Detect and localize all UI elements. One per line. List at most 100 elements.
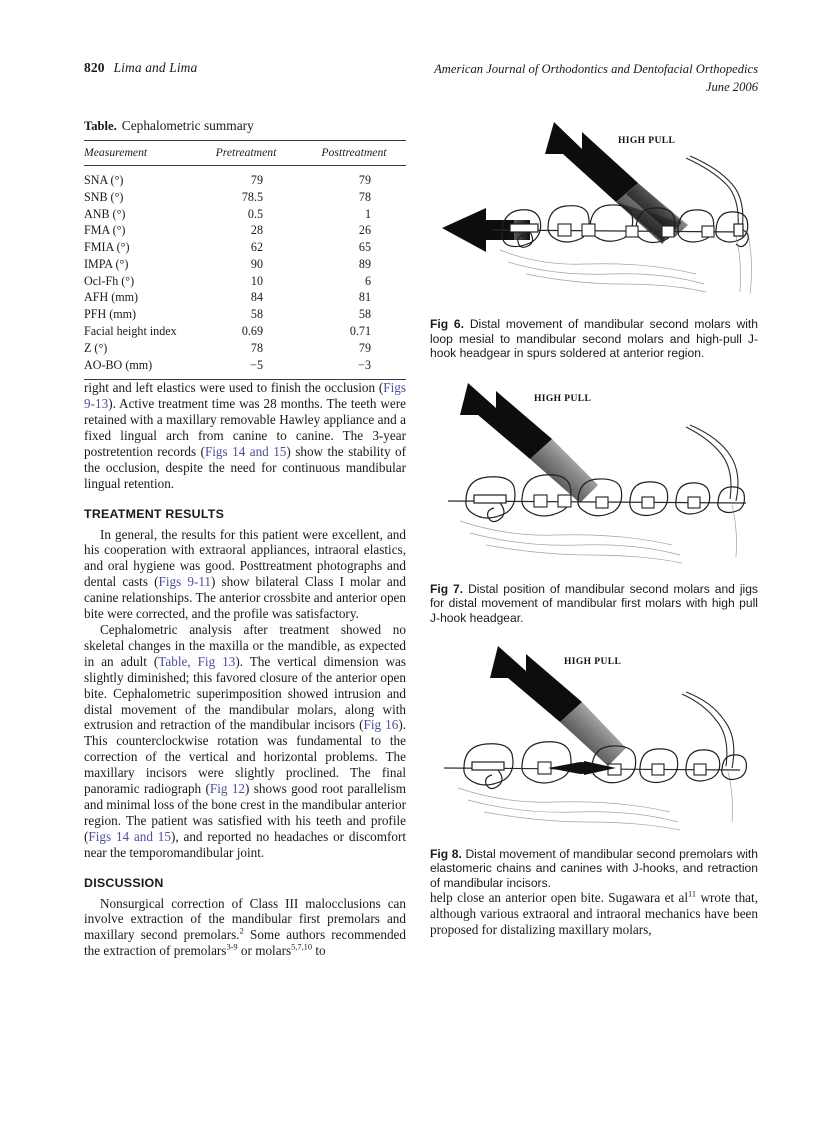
- orthodontic-diagram: HIGH PULL: [442, 122, 752, 295]
- gingiva-stipple: [499, 233, 752, 295]
- figure-7: HIGH PULL: [430, 375, 758, 626]
- j-hook-wire: [685, 155, 744, 231]
- table-row: PFH (mm) 58 58: [84, 306, 406, 323]
- paragraph-right-tail: help close an anterior open bite. Sugawa…: [430, 890, 758, 938]
- cell-measurement: FMA (°): [84, 223, 126, 238]
- figure-8-number: Fig 8.: [430, 846, 462, 861]
- cell-posttreatment: 6: [364, 273, 371, 288]
- orthodontic-diagram: HIGH PULL: [447, 382, 747, 564]
- cell-posttreatment: −3: [358, 357, 371, 372]
- text-segment: right and left elastics were used to fin…: [84, 380, 384, 396]
- reference-marker[interactable]: 11: [688, 889, 697, 899]
- cell-posttreatment: 78: [358, 189, 371, 204]
- text-segment: ). The vertical dimension was slightly d…: [84, 653, 406, 733]
- cell-posttreatment: 0.71: [349, 324, 371, 339]
- text-segment: wrote that, although various extraoral a…: [430, 890, 758, 938]
- text-segment: Cephalometric analysis after treatment s…: [84, 621, 406, 669]
- cell-measurement: AO-BO (mm): [84, 357, 153, 372]
- cell-measurement: SNA (°): [84, 173, 124, 187]
- text-segment: Nonsurgical correction of Class III malo…: [84, 895, 406, 943]
- xref-figs-14-and-15[interactable]: Figs 14 and 15: [88, 828, 171, 844]
- xref-table-fig-13[interactable]: Table, Fig 13: [158, 653, 236, 669]
- text-segment: ). This counterclockwise rotation was fu…: [84, 717, 407, 797]
- cell-posttreatment: 79: [358, 340, 371, 355]
- xref-figs-14-15[interactable]: Figs 14 and 15: [204, 443, 287, 459]
- paragraph-results-1: In general, the results for this patient…: [84, 527, 406, 622]
- cell-pretreatment: 90: [250, 256, 263, 271]
- loop-spur-appliance: [509, 223, 539, 248]
- high-pull-label: HIGH PULL: [618, 136, 675, 146]
- text-segment: to: [312, 943, 326, 959]
- high-pull-label: HIGH PULL: [564, 657, 621, 667]
- cell-pretreatment: 78.5: [241, 189, 263, 204]
- text-segment: In general, the results for this patient…: [84, 526, 406, 590]
- column-header-pretreatment: Pretreatment: [190, 140, 302, 166]
- reference-marker[interactable]: 3-9: [226, 942, 238, 952]
- running-head-right: American Journal of Orthodontics and Den…: [434, 60, 758, 96]
- running-head: 820 Lima and Lima American Journal of Ort…: [84, 60, 758, 106]
- cell-measurement: AFH (mm): [84, 290, 139, 305]
- running-head-authors: Lima and Lima: [113, 60, 198, 75]
- brackets: [557, 223, 715, 238]
- figure-6-caption-text: Distal movement of mandibular second mol…: [430, 317, 758, 361]
- cell-measurement: ANB (°): [84, 206, 126, 221]
- cell-pretreatment: 58: [250, 307, 263, 322]
- figure-6-caption: Fig 6. Distal movement of mandibular sec…: [430, 317, 758, 361]
- figure-7-caption-text: Distal position of mandibular second mol…: [430, 581, 758, 625]
- cell-measurement: Facial height index: [84, 324, 177, 339]
- cell-pretreatment: 62: [250, 240, 263, 255]
- text-segment: ) show bilateral Class I molar and canin…: [84, 574, 407, 622]
- xref-fig-16[interactable]: Fig 16: [363, 717, 399, 733]
- table-caption: Cephalometric summary: [121, 118, 254, 133]
- table-row: FMA (°) 28 26: [84, 222, 406, 239]
- cell-pretreatment: 0.69: [241, 324, 263, 339]
- text-segment: Some authors recommended the extraction …: [84, 927, 406, 959]
- reference-marker[interactable]: 2: [239, 926, 244, 936]
- cell-posttreatment: 81: [358, 290, 371, 305]
- table-label: Table.: [84, 119, 117, 133]
- table-row: Facial height index 0.69 0.71: [84, 323, 406, 340]
- text-segment: help close an anterior open bite. Sugawa…: [430, 890, 689, 906]
- cell-pretreatment: 78: [250, 340, 263, 355]
- text-segment: or molars: [237, 943, 292, 959]
- text-segment: ) shows good root parallelism and minima…: [84, 781, 407, 844]
- journal-title: American Journal of Orthodontics and Den…: [434, 62, 758, 76]
- column-header-posttreatment: Posttreatment: [302, 140, 406, 166]
- tooth-outlines: [463, 740, 748, 786]
- figure-8-caption-text: Distal movement of mandibular second pre…: [430, 846, 758, 890]
- cell-pretreatment: 10: [250, 273, 263, 288]
- page-number: 820: [84, 60, 105, 75]
- gingiva-stipple: [459, 504, 737, 564]
- figure-8-illustration: HIGH PULL: [430, 640, 758, 845]
- table-row: FMIA (°) 62 65: [84, 239, 406, 256]
- heading-treatment-results: TREATMENT RESULTS: [84, 506, 225, 521]
- cell-posttreatment: 65: [358, 240, 371, 255]
- cell-pretreatment: −5: [250, 357, 263, 372]
- figure-6-number: Fig 6.: [430, 317, 465, 331]
- cell-measurement: Ocl-Fh (°): [84, 273, 135, 288]
- xref-figs-9-13[interactable]: Figs 9-13: [84, 380, 406, 412]
- cell-measurement: Z (°): [84, 340, 108, 355]
- text-segment: ). Active treatment time was 28 months. …: [84, 396, 406, 459]
- table-row: SNB (°) 78.5 78: [84, 189, 406, 206]
- cell-measurement: PFH (mm): [84, 307, 137, 322]
- figure-7-number: Fig 7.: [430, 581, 464, 596]
- cephalometric-summary-table: Measurement Pretreatment Posttreatment S…: [84, 140, 406, 380]
- paragraph-discussion: Nonsurgical correction of Class III malo…: [84, 896, 406, 960]
- table-row: Z (°) 78 79: [84, 340, 406, 357]
- figure-7-caption: Fig 7. Distal position of mandibular sec…: [430, 582, 758, 626]
- figure-6: HIGH PULL: [430, 110, 758, 361]
- figure-7-illustration: HIGH PULL: [430, 375, 758, 580]
- cell-posttreatment: 26: [358, 223, 371, 238]
- xref-fig-12[interactable]: Fig 12: [209, 781, 246, 797]
- xref-figs-9-11[interactable]: Figs 9-11: [158, 574, 212, 590]
- figure-8-caption: Fig 8. Distal movement of mandibular sec…: [430, 847, 758, 891]
- gingiva-stipple: [457, 771, 733, 830]
- text-segment: ), and reported no headaches or discomfo…: [84, 828, 407, 860]
- cell-posttreatment: 89: [358, 256, 371, 271]
- right-column: HIGH PULL: [430, 110, 758, 938]
- table-row: IMPA (°) 90 89: [84, 256, 406, 273]
- orthodontic-diagram: HIGH PULL: [443, 645, 748, 830]
- reference-marker[interactable]: 5,7,10: [291, 942, 313, 952]
- high-pull-label: HIGH PULL: [534, 394, 591, 404]
